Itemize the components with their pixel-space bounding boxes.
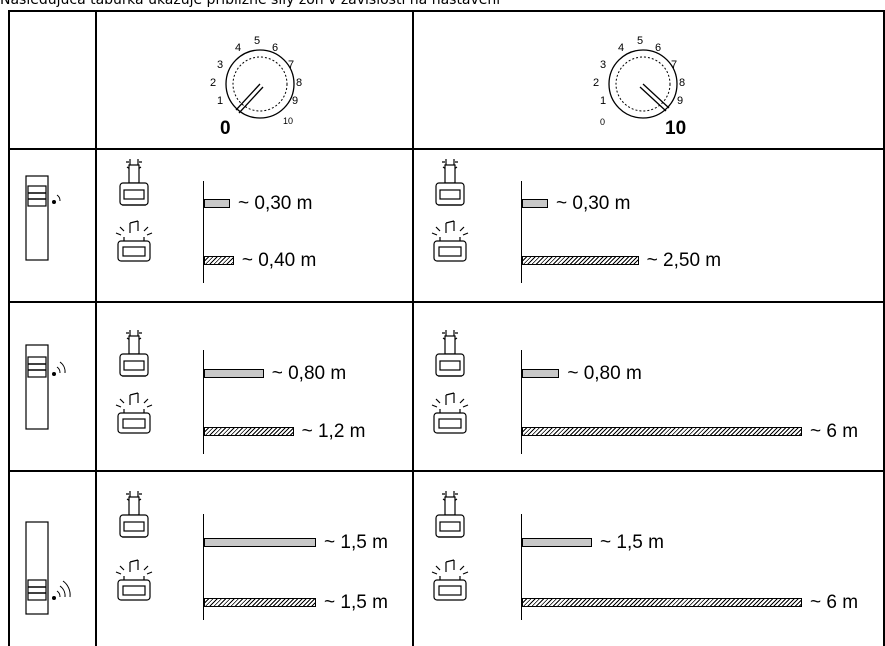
light-transmitter-icon <box>430 326 470 390</box>
dial-zero: 0 <box>600 117 605 127</box>
light-range-label: ~ 0,80 m <box>567 363 642 384</box>
sensitivity-dial-min: 1 2 3 4 5 6 7 8 9 10 0 <box>190 26 330 142</box>
row-divider <box>8 148 885 150</box>
sound-range-bar <box>522 427 802 436</box>
light-range-bar <box>204 538 316 547</box>
sound-range-bar <box>204 427 294 436</box>
sound-range-bar <box>522 598 802 607</box>
sound-range-bar <box>204 256 234 265</box>
dial-mark: 6 <box>655 42 661 54</box>
sound-transmitter-icon <box>112 219 156 271</box>
light-range-bar <box>522 199 548 208</box>
dial-setting: 10 <box>665 118 686 138</box>
sound-transmitter-icon <box>428 219 472 271</box>
light-transmitter-icon <box>430 487 470 551</box>
dial-mark: 9 <box>677 95 683 107</box>
dial-mark: 3 <box>217 59 223 71</box>
sound-transmitter-icon <box>112 391 156 443</box>
dial-mark: 8 <box>296 77 302 89</box>
dial-mark: 7 <box>288 59 294 71</box>
table-border-right <box>883 10 885 646</box>
row-divider <box>8 470 885 472</box>
dial-mark: 10 <box>283 116 293 126</box>
dial-mark: 1 <box>600 95 606 107</box>
dial-mark: 4 <box>235 42 241 54</box>
light-range-label: ~ 0,80 m <box>271 363 347 384</box>
sound-transmitter-icon <box>112 558 156 610</box>
dial-mark: 7 <box>671 59 677 71</box>
range-axis <box>521 350 522 454</box>
light-range-bar <box>204 199 230 208</box>
light-transmitter-icon <box>114 155 154 219</box>
sound-range-label: ~ 1,5 m <box>324 592 388 613</box>
sensitivity-dial-max: 1 2 3 4 5 6 7 8 9 0 10 <box>573 26 713 142</box>
dial-mark: 5 <box>637 35 643 47</box>
table-border-left <box>8 10 10 646</box>
light-range-label: ~ 1,5 m <box>600 532 664 553</box>
dial-mark: 8 <box>679 77 685 89</box>
dial-mark: 2 <box>593 77 599 89</box>
sound-range-label: ~ 1,2 m <box>301 421 366 442</box>
dial-mark: 1 <box>217 95 223 107</box>
signal-weak-icon <box>24 174 84 268</box>
dial-mark: 9 <box>292 95 298 107</box>
sound-range-label: ~ 0,40 m <box>241 250 317 271</box>
sound-transmitter-icon <box>428 391 472 443</box>
dial-mark: 4 <box>618 42 624 54</box>
sound-range-label: ~ 6 m <box>810 421 859 442</box>
light-range-bar <box>522 369 560 378</box>
row-divider <box>8 301 885 303</box>
dial-mark: 6 <box>272 42 278 54</box>
sound-range-bar <box>522 256 639 265</box>
dial-setting: 0 <box>220 118 231 138</box>
range-axis <box>521 514 522 620</box>
column-divider <box>412 10 414 646</box>
dial-mark: 3 <box>600 59 606 71</box>
sound-range-label: ~ 6 m <box>810 592 859 613</box>
range-axis <box>203 514 204 620</box>
light-range-bar <box>522 538 592 547</box>
range-axis <box>521 181 522 283</box>
sound-range-bar <box>204 598 316 607</box>
sound-transmitter-icon <box>428 558 472 610</box>
table-border-top <box>8 10 885 12</box>
light-range-label: ~ 0,30 m <box>238 193 313 214</box>
light-range-bar <box>204 369 264 378</box>
range-axis <box>203 350 204 454</box>
light-transmitter-icon <box>114 326 154 390</box>
range-axis <box>203 181 204 283</box>
dial-mark: 5 <box>254 35 260 47</box>
dial-mark: 2 <box>210 77 216 89</box>
light-range-label: ~ 0,30 m <box>556 193 631 214</box>
light-range-label: ~ 1,5 m <box>324 532 388 553</box>
light-transmitter-icon <box>114 487 154 551</box>
column-divider <box>95 10 97 646</box>
table-caption: Nasledujúca tabuľka ukazuje približné si… <box>0 0 501 8</box>
sound-range-label: ~ 2,50 m <box>646 250 722 271</box>
signal-medium-icon <box>24 343 84 437</box>
light-transmitter-icon <box>430 155 470 219</box>
signal-strong-icon <box>24 520 96 624</box>
